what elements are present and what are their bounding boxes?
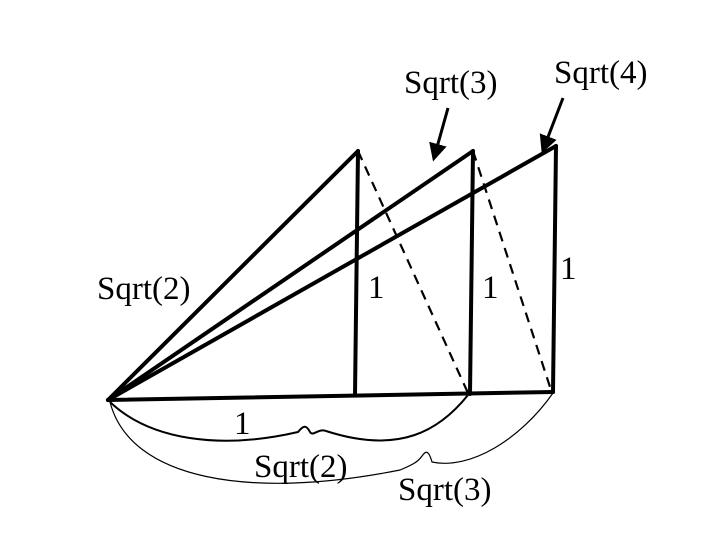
hypotenuse-sqrt4 [106,144,558,402]
vertical-leg-3 [551,144,558,394]
label-brace-sqrt2: Sqrt(2) [254,449,348,485]
label-height-1c: 1 [560,251,577,287]
label-brace-sqrt3: Sqrt(3) [398,472,492,508]
vertical-leg-1 [353,149,360,397]
arrow-sqrt4 [539,97,565,154]
label-height-1a: 1 [368,270,385,306]
label-hypotenuse-sqrt2: Sqrt(2) [97,271,191,307]
label-arrow-sqrt4: Sqrt(4) [554,55,648,91]
label-base-1: 1 [234,406,251,442]
hypotenuse-sqrt3 [106,149,475,402]
dashed-projection-1 [356,150,470,394]
hypotenuse-sqrt2 [106,149,360,402]
base-line [106,390,555,402]
label-arrow-sqrt3: Sqrt(3) [404,65,498,101]
dashed-projection-2 [471,150,553,391]
brace-sqrt2 [109,394,469,442]
vertical-leg-2 [468,149,475,396]
brace-sqrt3 [109,392,554,484]
label-height-1b: 1 [482,270,499,306]
arrow-sqrt3 [429,107,450,162]
